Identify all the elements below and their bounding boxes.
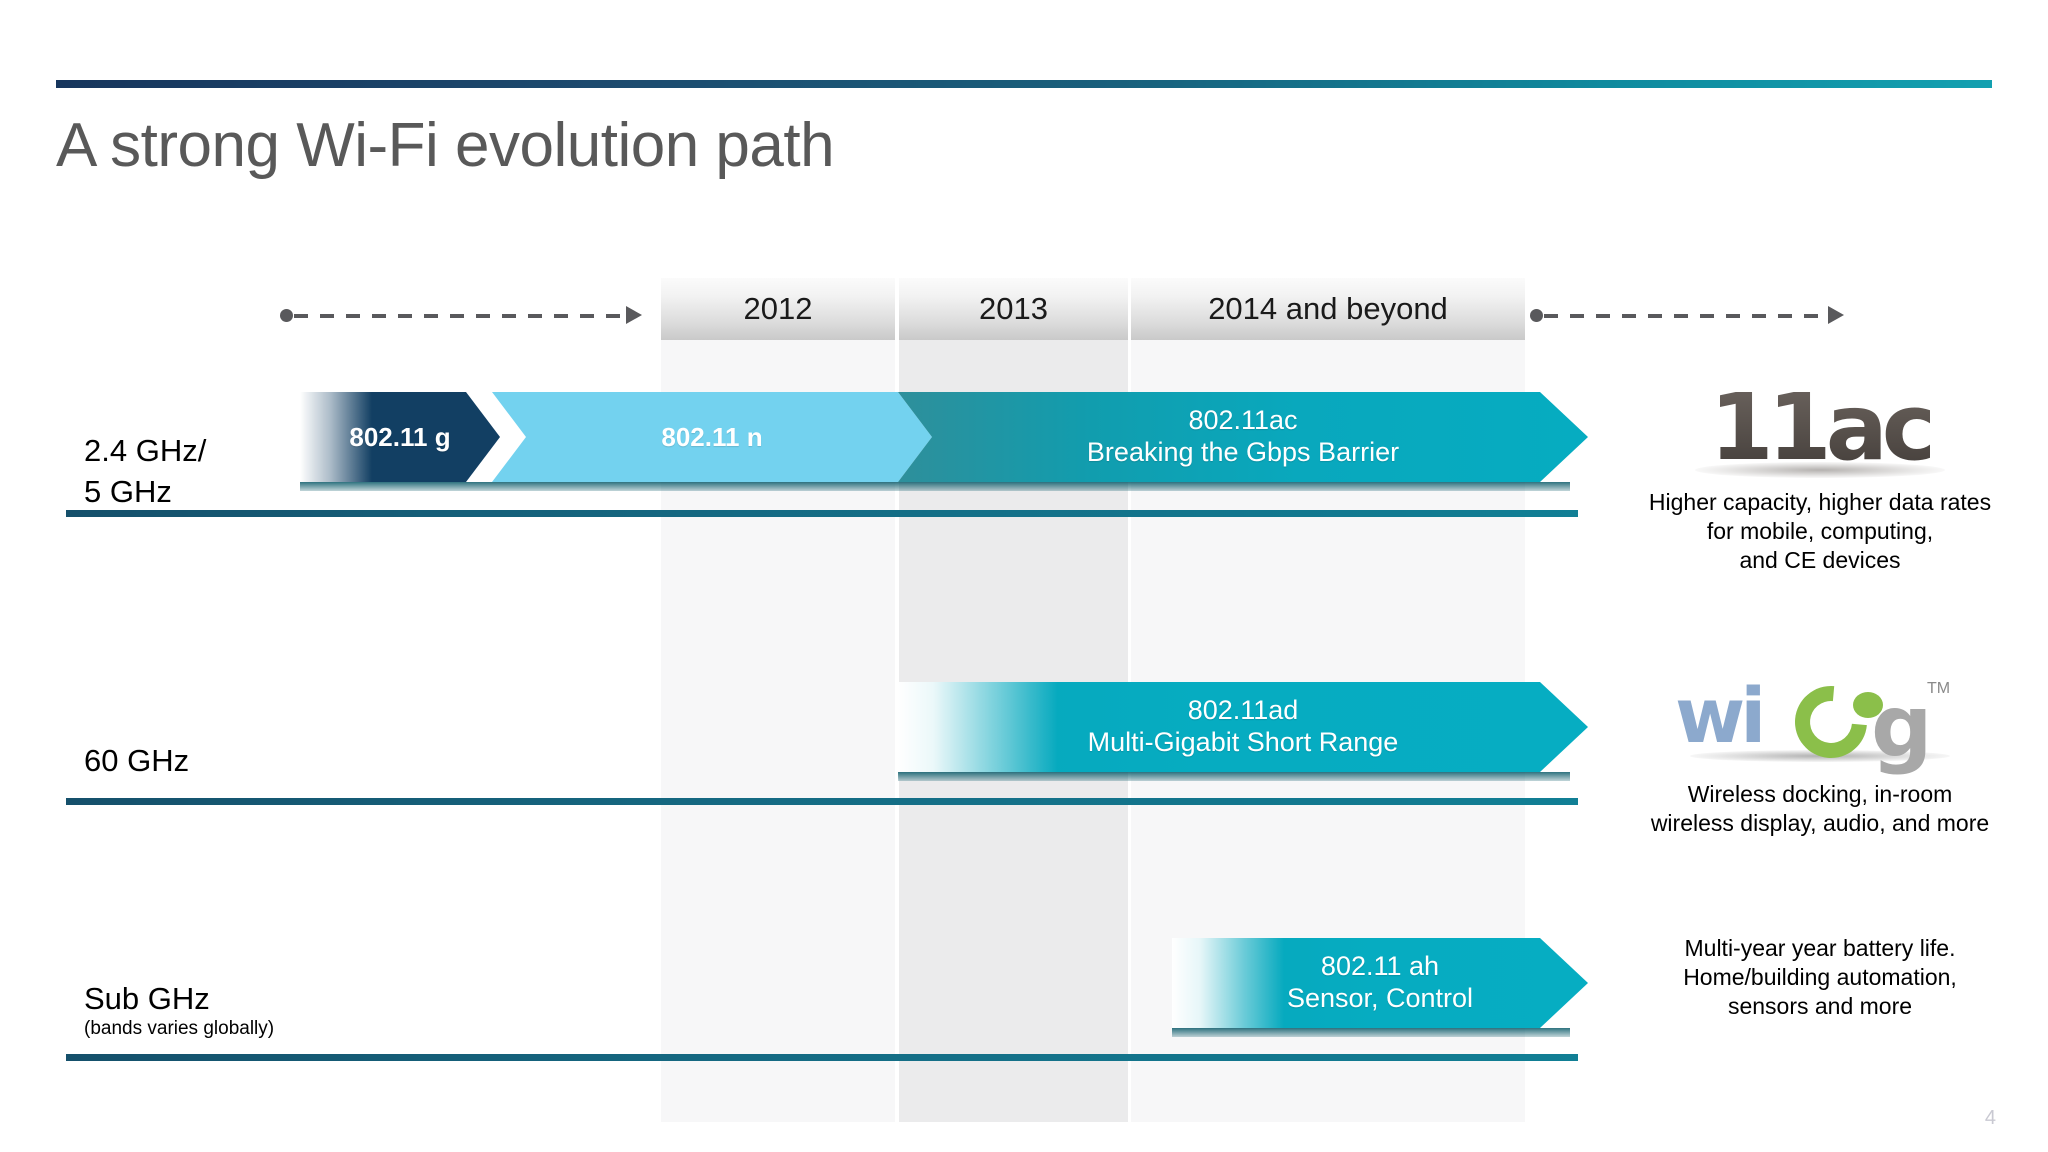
year-header-2014: 2014 and beyond	[1131, 278, 1525, 340]
year-header-2012: 2012	[661, 278, 895, 340]
logo-wigig-wrap: wi g TM	[1675, 656, 1965, 774]
timeline-arrow-head-icon	[1828, 306, 1844, 324]
segment-802-11n-label: 802.11 n	[661, 421, 763, 452]
row3-caption: Multi-year year battery life. Home/build…	[1683, 935, 1957, 1019]
band-sublabel-subghz: (bands varies globally)	[84, 1018, 275, 1039]
timeline-arrow-start-dot-icon	[1530, 309, 1543, 322]
timeline-arrow-dashes	[294, 314, 626, 318]
year-header-2014-label: 2014 and beyond	[1208, 291, 1448, 326]
segment-fade-edge	[898, 682, 1058, 772]
band-label-60ghz: 60 GHz	[84, 743, 190, 778]
segment-802-11ad-label: 802.11ad Multi-Gigabit Short Range	[1087, 695, 1399, 757]
logo-wigig-g: g	[1871, 677, 1933, 777]
future-timeline-arrow-icon	[1530, 305, 1850, 325]
timeline-arrow-start-dot-icon	[280, 309, 293, 322]
logo-wigig-shadow	[1690, 750, 1950, 762]
row3-right-column: Multi-year year battery life. Home/build…	[1600, 934, 2040, 1021]
segment-802-11g-label: 802.11 g	[349, 421, 451, 452]
segment-802-11ac[interactable]: 802.11ac Breaking the Gbps Barrier	[898, 392, 1588, 482]
logo-wigig-wi: wi	[1675, 671, 1766, 760]
segment-802-11ad[interactable]: 802.11ad Multi-Gigabit Short Range	[898, 682, 1588, 772]
logo-11ac-icon: 11ac	[1600, 368, 2040, 488]
timeline-arrow-head-icon	[626, 306, 642, 324]
segment-802-11ah-label: 802.11 ah Sensor, Control	[1286, 951, 1474, 1013]
row2-caption: Wireless docking, in-room wireless displ…	[1650, 781, 1990, 836]
timeline-arrow-dashes	[1544, 314, 1828, 318]
band-label-24-5ghz: 2.4 GHz/ 5 GHz	[84, 433, 207, 509]
row2-right-column: wi g TM Wireless docking, in-room wirele…	[1600, 650, 2040, 838]
band-label-subghz: Sub GHz	[84, 981, 210, 1016]
segment-802-11n[interactable]: 802.11 n	[492, 392, 932, 482]
title-accent-rule	[56, 80, 1992, 88]
row1-right-column: 11ac Higher capacity, higher data rates …	[1600, 368, 2040, 575]
page-title: A strong Wi-Fi evolution path	[56, 111, 835, 180]
segment-802-11g[interactable]: 802.11 g	[300, 392, 500, 482]
year-header-2013-label: 2013	[979, 291, 1048, 326]
logo-wigig-green-dot-icon	[1853, 692, 1883, 718]
year-header-2013: 2013	[899, 278, 1128, 340]
logo-wigig-trademark: TM	[1927, 680, 1951, 697]
row3-bar-shadow	[1172, 1028, 1570, 1037]
page-number: 4	[1984, 1107, 1996, 1129]
row2-bar-shadow	[898, 772, 1570, 781]
segment-802-11ac-label: 802.11ac Breaking the Gbps Barrier	[1086, 405, 1400, 467]
logo-wigig-icon: wi g TM	[1600, 650, 2040, 780]
logo-11ac-shadow	[1695, 462, 1945, 478]
row1-caption: Higher capacity, higher data rates for m…	[1648, 489, 1992, 573]
logo-11ac-wordmark: 11ac	[1709, 374, 1937, 481]
band-baseline-24-5ghz	[66, 510, 1578, 517]
band-baseline-60ghz	[66, 798, 1578, 805]
band-baseline-subghz	[66, 1054, 1578, 1061]
segment-fade-edge	[1172, 938, 1284, 1028]
row1-bar-shadow	[300, 482, 1570, 491]
segment-802-11ah[interactable]: 802.11 ah Sensor, Control	[1172, 938, 1588, 1028]
year-header-2012-label: 2012	[743, 291, 813, 326]
past-timeline-arrow-icon	[280, 305, 648, 325]
